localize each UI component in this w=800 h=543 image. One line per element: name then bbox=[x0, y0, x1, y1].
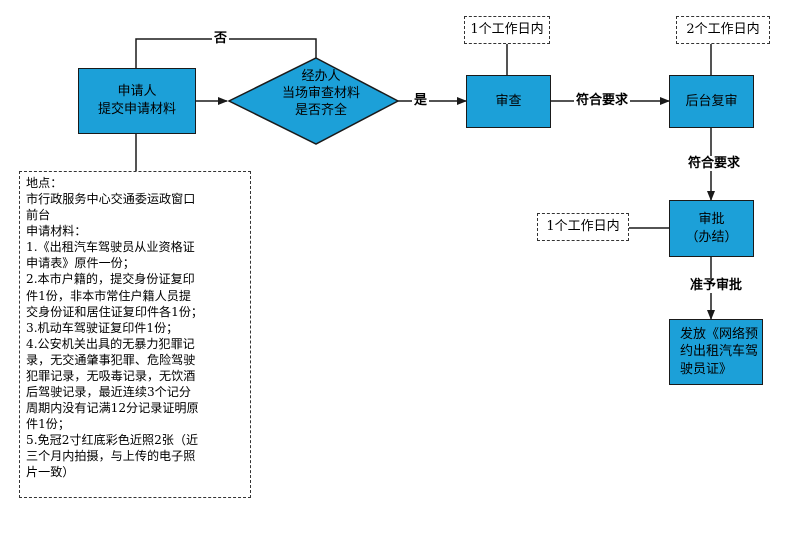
decision-line-2: 当场审查材料 bbox=[281, 85, 360, 101]
notes-line: 地点： bbox=[26, 176, 63, 190]
decision-node: 经办人 当场审查材料 是否齐全 bbox=[254, 69, 388, 120]
issue-node: 发放《网络预 约出租汽车驾 驶员证》 bbox=[669, 319, 763, 385]
requirements-notes: 地点： 市行政服务中心交通委运政窗口 前台 申请材料： 1.《出租汽车驾驶员从业… bbox=[19, 171, 251, 498]
issue-line-3: 驶员证》 bbox=[680, 361, 733, 377]
notes-line: 5.免冠2寸红底彩色近照2张（近 bbox=[26, 433, 199, 448]
approve-line-1: 审批 bbox=[698, 211, 725, 227]
notes-line: 交身份证和居住证复印件各1份； bbox=[26, 304, 204, 319]
decision-diamond bbox=[227, 57, 400, 145]
label-meets-1: 符合要求 bbox=[574, 93, 631, 108]
notes-line: 件1份； bbox=[26, 417, 70, 432]
time-note-approve: 1个工作日内 bbox=[537, 213, 629, 241]
notes-line: 犯罪记录，无吸毒记录，无饮酒 bbox=[26, 368, 196, 383]
notes-line: 市行政服务中心交通委运政窗口 bbox=[26, 192, 196, 207]
notes-line: 2.本市户籍的，提交身份证复印 bbox=[26, 272, 195, 287]
review-node: 审查 bbox=[466, 75, 551, 128]
notes-line: 件1份，非本市常住户籍人员提 bbox=[26, 288, 191, 303]
notes-line: 1.《出租汽车驾驶员从业资格证 bbox=[26, 240, 195, 255]
time-note-backend: 2个工作日内 bbox=[676, 16, 770, 44]
time-note-backend-text: 2个工作日内 bbox=[686, 22, 760, 38]
label-grant: 准予审批 bbox=[688, 278, 745, 293]
notes-line: 周期内没有记满12分记录证明原 bbox=[26, 401, 199, 416]
decision-line-3: 是否齐全 bbox=[294, 102, 347, 118]
time-note-review: 1个工作日内 bbox=[464, 16, 550, 44]
time-note-approve-text: 1个工作日内 bbox=[546, 219, 620, 235]
approve-line-2: （办结） bbox=[685, 229, 738, 245]
label-meets-2: 符合要求 bbox=[686, 156, 743, 171]
issue-line-2: 约出租汽车驾 bbox=[680, 344, 759, 360]
notes-line: 前台 bbox=[26, 208, 51, 223]
approve-node: 审批 （办结） bbox=[669, 200, 754, 257]
notes-line: 录，无交通肇事犯罪、危险驾驶 bbox=[26, 352, 196, 367]
label-no: 否 bbox=[212, 31, 230, 46]
notes-line: 4.公安机关出具的无暴力犯罪记 bbox=[26, 336, 195, 351]
review-label: 审查 bbox=[495, 93, 522, 109]
notes-line: 后驾驶记录，最近连续3个记分 bbox=[26, 385, 191, 400]
backend-review-label: 后台复审 bbox=[685, 93, 738, 109]
apply-line-2: 提交申请材料 bbox=[97, 102, 176, 117]
decision-line-1: 经办人 bbox=[301, 69, 341, 84]
notes-line: 申请表》原件一份； bbox=[26, 256, 135, 271]
notes-line: 3.机动车驾驶证复印件1份； bbox=[26, 320, 179, 335]
notes-line: 三个月内拍摄，与上传的电子照 bbox=[26, 449, 196, 464]
notes-line: 申请材料： bbox=[26, 224, 87, 239]
issue-line-1: 发放《网络预 bbox=[680, 326, 759, 342]
apply-node: 申请人 提交申请材料 bbox=[78, 68, 196, 134]
notes-line: 片一致） bbox=[26, 465, 75, 480]
backend-review-node: 后台复审 bbox=[669, 75, 754, 128]
time-note-review-text: 1个工作日内 bbox=[470, 22, 544, 38]
label-yes: 是 bbox=[412, 93, 430, 108]
apply-line-1: 申请人 bbox=[117, 84, 157, 100]
